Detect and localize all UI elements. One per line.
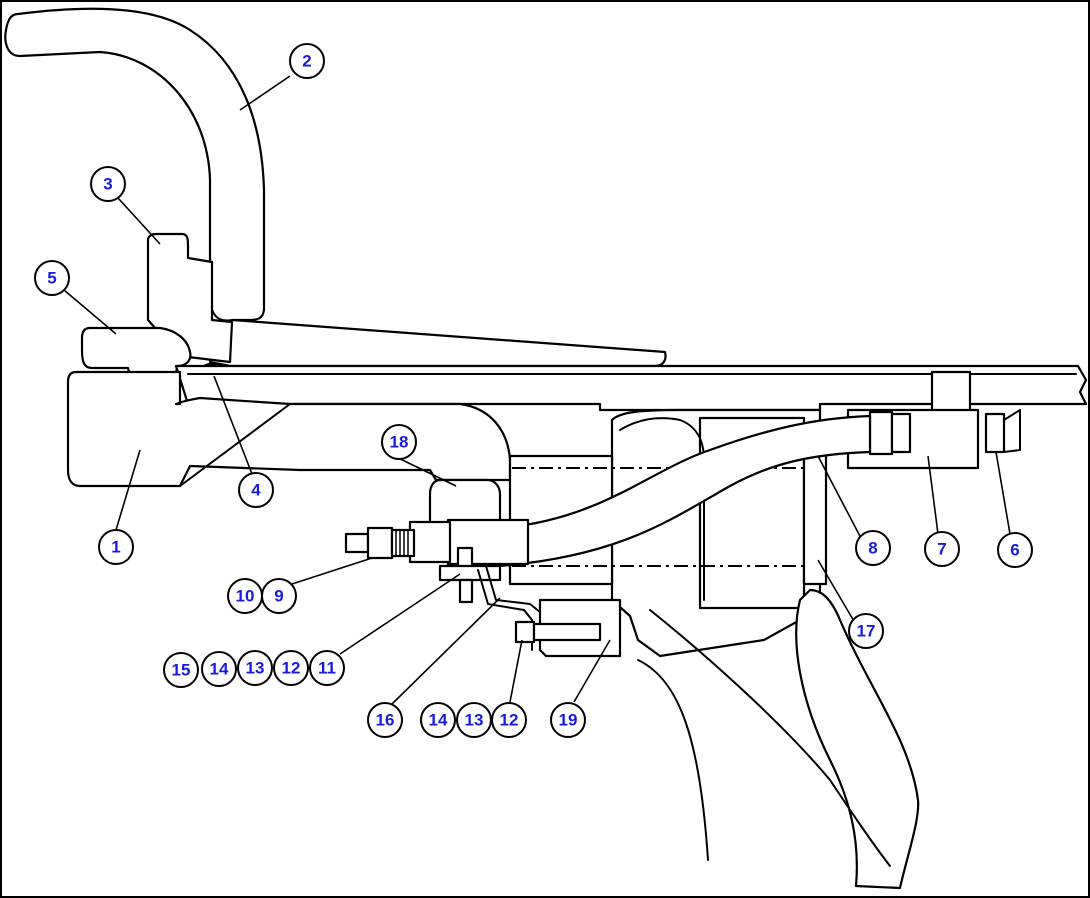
callout-label: 18 — [390, 433, 409, 452]
callout-4: 4 — [238, 472, 274, 508]
callout-9: 9 — [261, 578, 297, 614]
callout-18: 18 — [381, 424, 417, 460]
callout-label: 9 — [274, 587, 283, 606]
callout-13b: 13 — [456, 702, 492, 738]
callout-label: 8 — [868, 539, 877, 558]
callout-label: 2 — [302, 52, 311, 71]
callout-11: 11 — [309, 650, 345, 686]
callout-label: 12 — [282, 659, 301, 678]
callout-label: 4 — [251, 481, 261, 500]
washer — [438, 564, 502, 582]
callout-12: 12 — [273, 650, 309, 686]
callout-13: 13 — [237, 650, 273, 686]
housing-curve — [619, 417, 705, 601]
grease-nipple — [344, 532, 370, 554]
callout-12b: 12 — [491, 702, 527, 738]
end-nut-side — [1003, 409, 1021, 453]
lower-arm-outline — [637, 659, 709, 861]
callout-label: 13 — [246, 659, 265, 678]
callout-14b: 14 — [420, 702, 456, 738]
callout-1: 1 — [98, 529, 134, 565]
callout-label: 13 — [465, 711, 484, 730]
rail-post — [930, 370, 972, 414]
leader-lines — [63, 75, 1011, 705]
grease-adapter — [366, 526, 394, 560]
callout-label: 10 — [236, 587, 255, 606]
callout-7: 7 — [924, 531, 960, 567]
thread-marks — [395, 530, 409, 556]
lower-arm — [795, 588, 920, 890]
callout-17: 17 — [848, 613, 884, 649]
callout-label: 5 — [47, 269, 56, 288]
callout-3: 3 — [90, 166, 126, 202]
callout-15: 15 — [163, 652, 199, 688]
callout-label: 17 — [857, 622, 876, 641]
callout-8: 8 — [855, 530, 891, 566]
callout-2: 2 — [289, 43, 325, 79]
callout-label: 14 — [210, 660, 229, 679]
callout-14: 14 — [201, 651, 237, 687]
callout-5: 5 — [34, 260, 70, 296]
mount-body-edge — [179, 403, 291, 487]
bracket-bolt-head — [514, 620, 536, 644]
callout-label: 1 — [111, 538, 120, 557]
lower-arm-inner — [649, 609, 891, 867]
callout-label: 6 — [1010, 541, 1019, 560]
end-nut — [984, 412, 1006, 454]
bracket-bolt-shank — [532, 622, 602, 642]
callout-6: 6 — [997, 532, 1033, 568]
callout-label: 19 — [559, 711, 578, 730]
hose — [498, 414, 872, 568]
hose-nut — [890, 412, 912, 454]
callout-19: 19 — [550, 702, 586, 738]
callout-label: 11 — [318, 659, 336, 678]
callout-10: 10 — [227, 578, 263, 614]
hose-ferrule — [868, 410, 894, 456]
bolt-shank — [458, 578, 474, 604]
callout-label: 16 — [376, 711, 395, 730]
callout-label: 15 — [172, 661, 191, 680]
handle-lever — [4, 7, 667, 368]
callout-label: 3 — [103, 175, 112, 194]
callout-16: 16 — [367, 702, 403, 738]
callout-label: 14 — [429, 711, 448, 730]
callout-label: 12 — [500, 711, 519, 730]
callout-label: 7 — [937, 540, 946, 559]
tee-fitting — [408, 520, 452, 564]
